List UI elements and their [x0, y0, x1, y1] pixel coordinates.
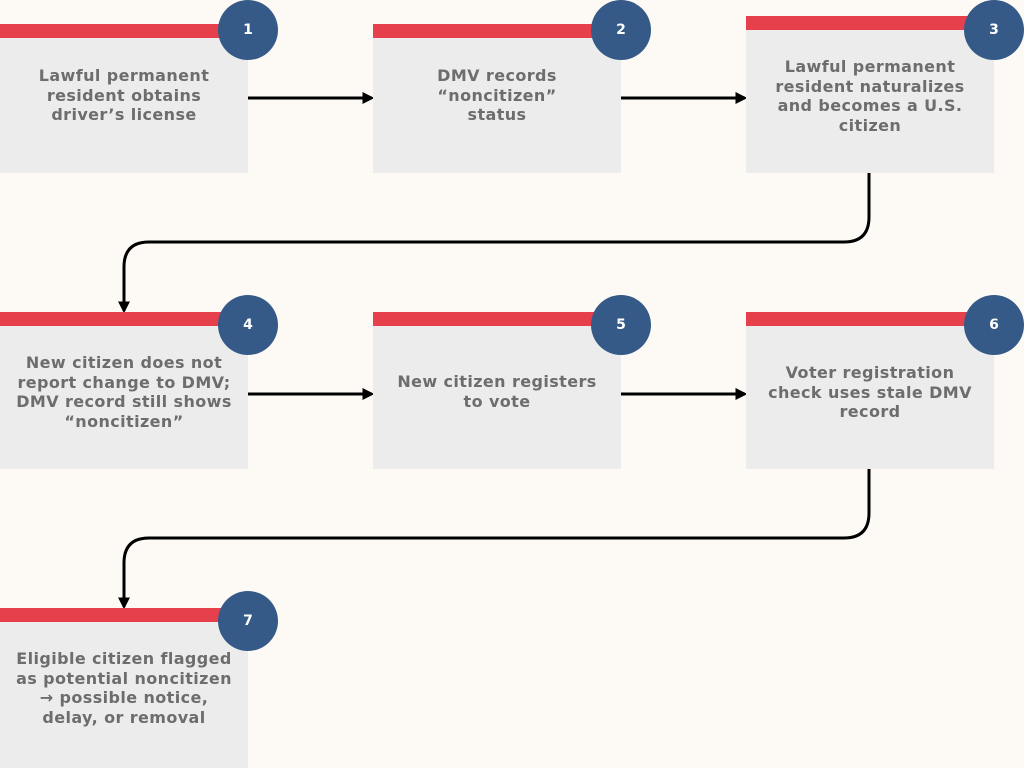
step-number-badge-4: 4: [218, 295, 278, 355]
step-card-7: Eligible citizen flagged as potential no…: [0, 608, 248, 768]
card-accent-bar: [373, 312, 621, 326]
step-text: DMV records “noncitizen” status: [437, 66, 557, 124]
step-card-2: DMV records “noncitizen” status: [373, 24, 621, 173]
arrow-3-to-4: [118, 173, 871, 314]
step-text: New citizen registers to vote: [397, 372, 597, 411]
step-text: Voter registration check uses stale DMV …: [768, 363, 972, 421]
step-number-badge-3: 3: [964, 0, 1024, 60]
step-text: New citizen does not report change to DM…: [16, 353, 232, 431]
step-text: Eligible citizen flagged as potential no…: [16, 649, 232, 727]
step-text: Lawful permanent resident obtains driver…: [38, 66, 210, 124]
step-text: Lawful permanent resident naturalizes an…: [775, 57, 965, 135]
step-card-1: Lawful permanent resident obtains driver…: [0, 24, 248, 173]
step-card-4: New citizen does not report change to DM…: [0, 312, 248, 469]
card-accent-bar: [0, 312, 248, 326]
step-number-badge-6: 6: [964, 295, 1024, 355]
step-number-badge-5: 5: [591, 295, 651, 355]
step-card-5: New citizen registers to vote: [373, 312, 621, 469]
card-accent-bar: [746, 312, 994, 326]
card-accent-bar: [0, 24, 248, 38]
step-card-3: Lawful permanent resident naturalizes an…: [746, 16, 994, 173]
arrow-6-to-7: [118, 469, 871, 610]
step-number-badge-2: 2: [591, 0, 651, 60]
card-accent-bar: [0, 608, 248, 622]
card-accent-bar: [373, 24, 621, 38]
step-number-badge-1: 1: [218, 0, 278, 60]
step-number-badge-7: 7: [218, 591, 278, 651]
card-accent-bar: [746, 16, 994, 30]
step-card-6: Voter registration check uses stale DMV …: [746, 312, 994, 469]
